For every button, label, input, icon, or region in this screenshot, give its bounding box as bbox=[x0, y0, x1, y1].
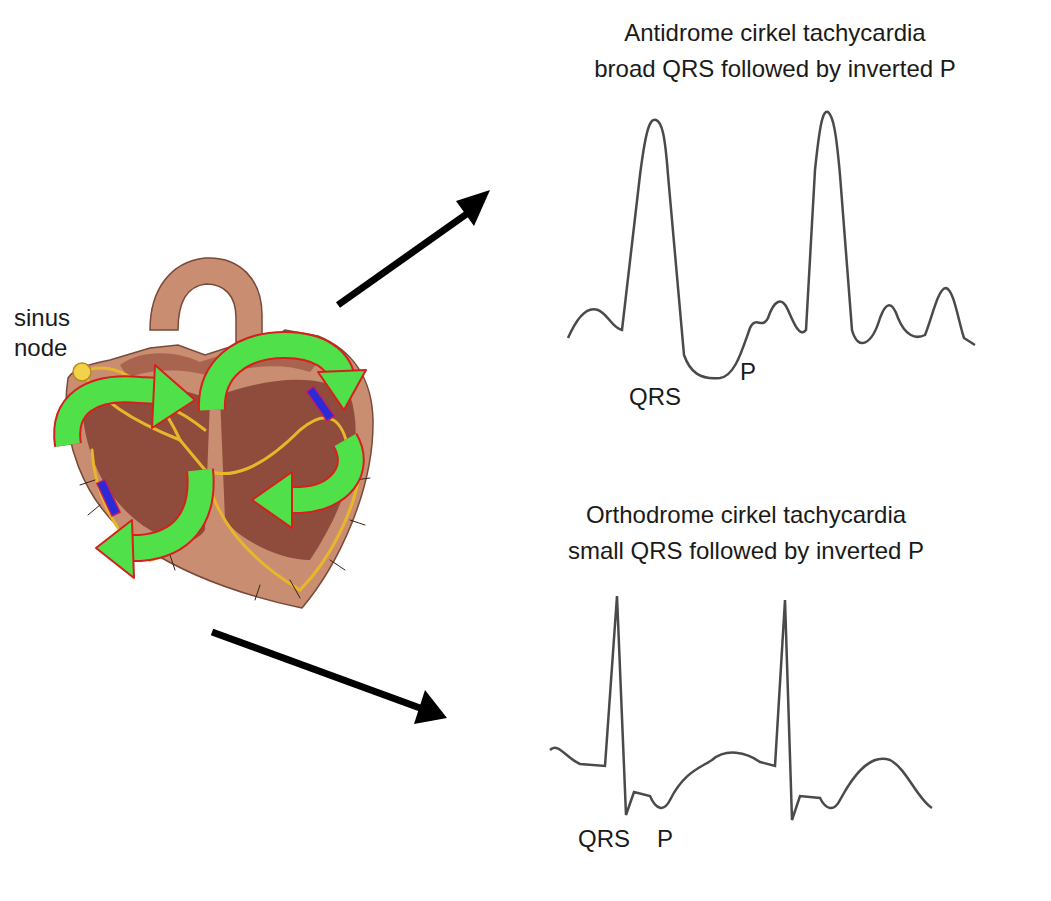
pointer-arrows-part bbox=[414, 690, 447, 724]
part-label: sinus node bbox=[14, 303, 94, 363]
wave-label: QRS bbox=[629, 382, 681, 412]
reentry-arrows-part bbox=[288, 440, 351, 500]
ecg-trace bbox=[550, 596, 932, 820]
trace-title: Orthodrome cirkel tachycardia bbox=[586, 500, 906, 530]
wave-label: P bbox=[657, 824, 673, 854]
heart-illustration-part bbox=[73, 363, 91, 381]
reentry-arrows-part bbox=[67, 389, 160, 445]
heart-illustration-part bbox=[150, 258, 262, 345]
pointer-arrows-part bbox=[456, 190, 490, 226]
reentry-arrows-part bbox=[97, 480, 120, 516]
heart-illustration-part-part bbox=[205, 418, 350, 474]
reentry-arrows-part bbox=[67, 389, 160, 445]
reentry-arrows-part bbox=[306, 386, 334, 421]
pointer-arrows-part bbox=[212, 632, 420, 708]
heart-illustration-part bbox=[66, 330, 373, 608]
reentry-arrows-part bbox=[128, 470, 201, 548]
reentry-arrows bbox=[67, 345, 366, 578]
trace-title: Antidrome cirkel tachycardia bbox=[624, 18, 925, 48]
heart-illustration-part-part bbox=[205, 470, 300, 590]
heart-illustration bbox=[66, 258, 373, 608]
trace-subtitle: small QRS followed by inverted P bbox=[568, 536, 924, 566]
reentry-arrows-part bbox=[252, 472, 292, 528]
wave-label: QRS bbox=[578, 824, 630, 854]
reentry-arrows-part bbox=[96, 520, 134, 578]
wave-label: P bbox=[740, 357, 756, 387]
ecg-trace bbox=[568, 112, 975, 379]
trace-subtitle: broad QRS followed by inverted P bbox=[594, 54, 956, 84]
reentry-arrows-part bbox=[288, 440, 351, 500]
reentry-arrows-part bbox=[152, 365, 195, 428]
reentry-arrows-part bbox=[128, 470, 201, 548]
pointer-arrows-part bbox=[338, 213, 468, 305]
pointer-arrows bbox=[212, 190, 490, 724]
